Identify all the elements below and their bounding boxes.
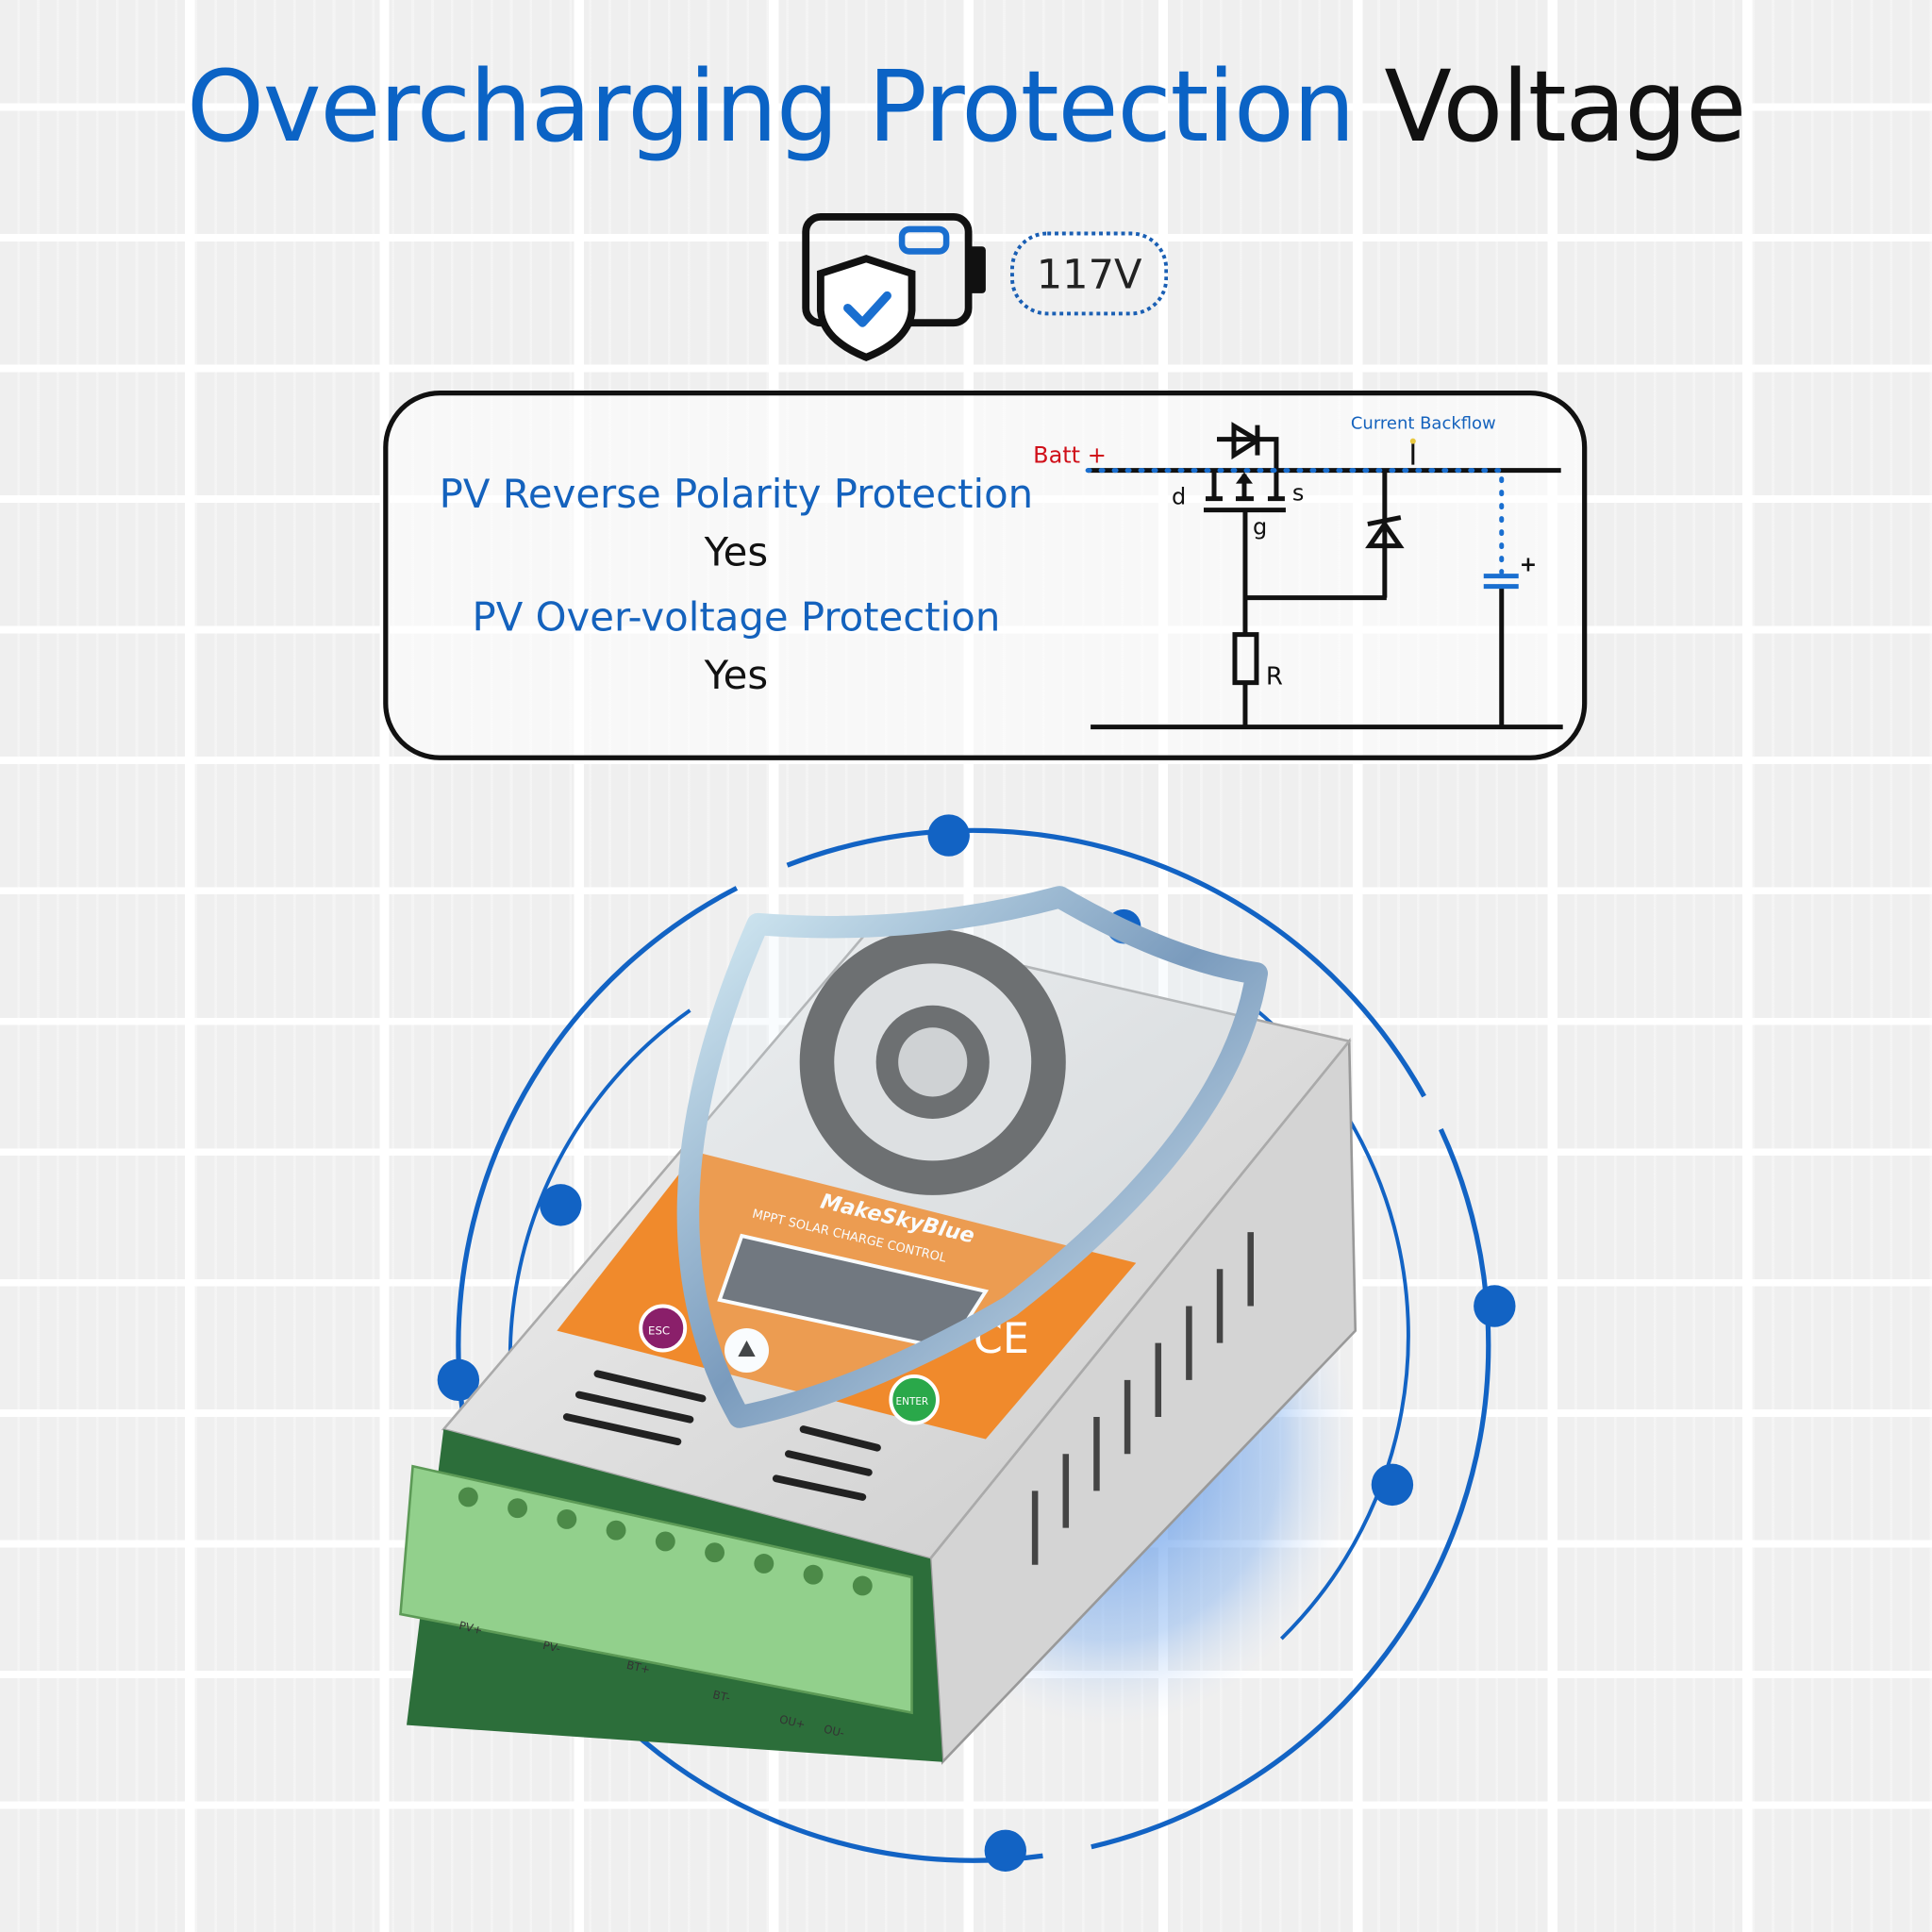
terminal-ou-plus: OU+ (778, 1712, 807, 1731)
protection-label-reverse-polarity: PV Reverse Polarity Protection (439, 470, 1034, 518)
current-backflow-label: Current Backflow (1351, 414, 1496, 434)
title-highlight: Overcharging Protection (186, 49, 1356, 164)
title-rest: Voltage (1384, 49, 1746, 164)
drain-label: d (1172, 484, 1186, 510)
enter-button: ENTER (896, 1396, 929, 1407)
terminal-ou-minus: OU- (823, 1723, 846, 1740)
gate-label: g (1253, 514, 1267, 541)
terminal-pv-minus: PV- (541, 1639, 561, 1656)
protection-value-over-voltage: Yes (704, 651, 769, 699)
batt-plus-label: Batt + (1033, 442, 1107, 469)
terminal-bt-minus: BT- (711, 1688, 731, 1705)
down-arrow-icon (738, 1341, 756, 1357)
charge-controller: MakeSkyBlue MPPT SOLAR CHARGE CONTROL CE… (399, 928, 1357, 1765)
esc-button: ESC (648, 1324, 670, 1338)
page-title: Overcharging Protection Voltage (0, 49, 1932, 163)
source-label: s (1292, 480, 1304, 507)
resistor-label: R (1266, 663, 1283, 691)
terminal-bt-plus: BT+ (625, 1658, 652, 1676)
battery-shield-check-icon (802, 212, 986, 361)
protection-label-over-voltage: PV Over-voltage Protection (472, 593, 1001, 641)
voltage-badge: 117V (1010, 231, 1169, 316)
protection-value-reverse-polarity: Yes (704, 528, 769, 575)
terminal-pv-plus: PV+ (458, 1619, 483, 1637)
shield-overlay (676, 886, 1268, 1428)
capacitor-plus-label: + (1520, 554, 1537, 577)
circuit-diagram: Batt + Current Backflow d s g R + (1033, 414, 1563, 730)
outer-ring (456, 827, 1491, 1863)
